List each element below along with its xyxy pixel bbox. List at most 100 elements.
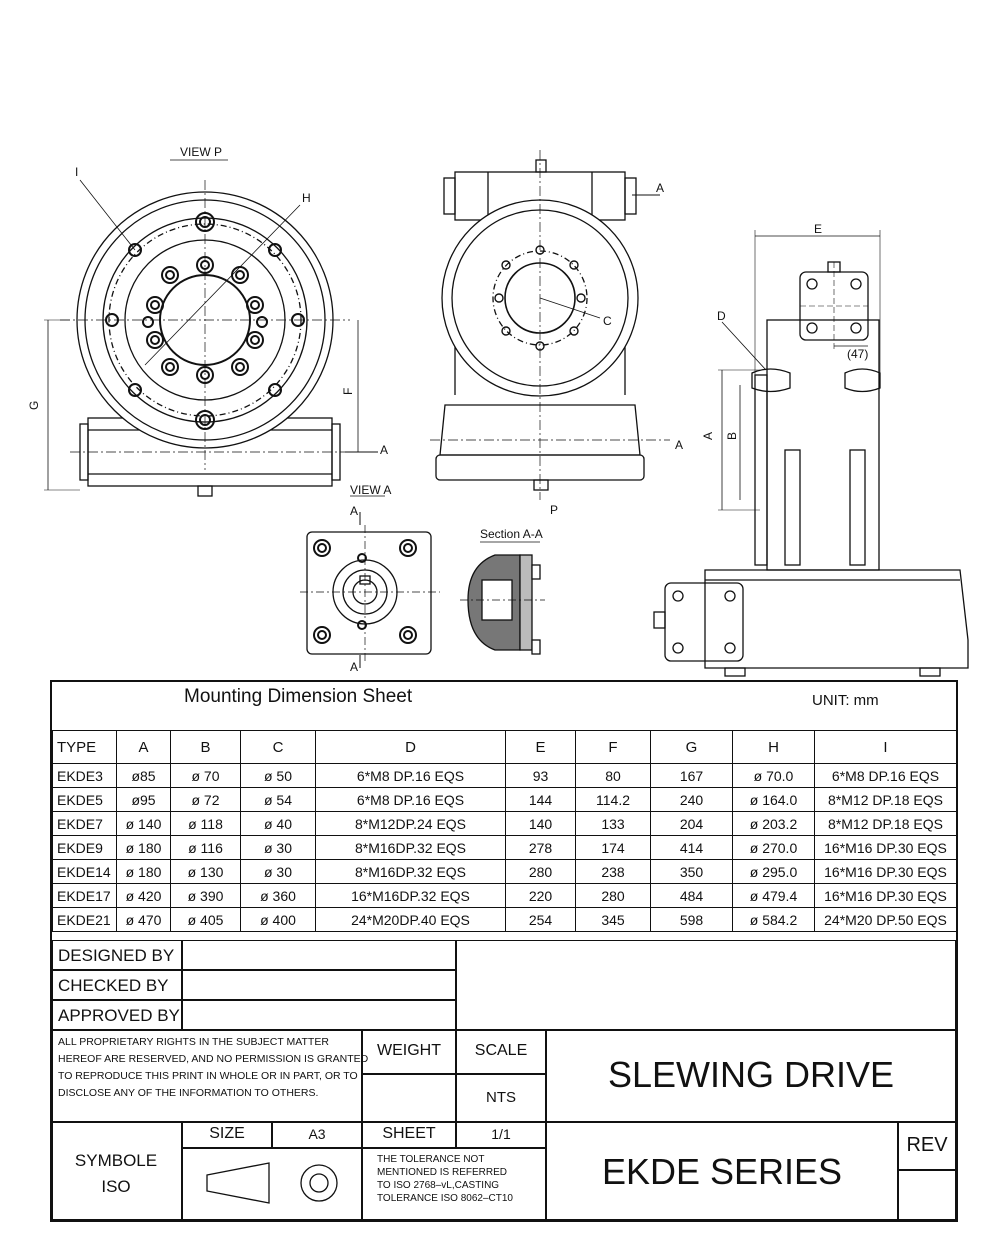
table-cell: ø 164.0 xyxy=(732,787,815,812)
label-i: I xyxy=(75,165,78,179)
table-cell: EKDE7 xyxy=(52,811,117,836)
title-block: DESIGNED BY CHECKED BY APPROVED BY ALL P… xyxy=(52,940,956,1220)
rights-line-1: ALL PROPRIETARY RIGHTS IN THE SUBJECT MA… xyxy=(58,1036,329,1048)
table-cell: ø 130 xyxy=(170,859,241,884)
table-cell: 220 xyxy=(505,883,576,908)
table-cell: ø85 xyxy=(116,763,171,788)
table-cell: 6*M8 DP.16 EQS xyxy=(814,763,957,788)
projection-symbol-cell xyxy=(182,1148,362,1220)
label-a-viewp: A xyxy=(380,443,388,457)
column-header: TYPE xyxy=(52,730,117,764)
table-cell: ø 70 xyxy=(170,763,241,788)
label-a-viewa-top: A xyxy=(350,504,358,518)
table-cell: ø 30 xyxy=(240,835,316,860)
table-cell: EKDE5 xyxy=(52,787,117,812)
checked-by-cell: CHECKED BY xyxy=(52,970,182,1000)
label-h: H xyxy=(302,191,311,205)
table-cell: ø 270.0 xyxy=(732,835,815,860)
label-a-top: A xyxy=(656,181,664,195)
table-cell: ø 180 xyxy=(116,835,171,860)
tolerance-line-3: TO ISO 2768–vL,CASTING xyxy=(377,1180,500,1191)
view-a-drawing xyxy=(300,495,440,668)
table-cell: ø 400 xyxy=(240,907,316,932)
table-row: EKDE7 ø 140 ø 118 ø 40 8*M12DP.24 EQS 14… xyxy=(52,811,957,836)
table-cell: ø 118 xyxy=(170,811,241,836)
table-cell: ø 54 xyxy=(240,787,316,812)
unit-label: UNIT: mm xyxy=(812,692,879,709)
table-cell: EKDE21 xyxy=(52,907,117,932)
column-header: B xyxy=(170,730,241,764)
table-row: EKDE21 ø 470 ø 405 ø 400 24*M20DP.40 EQS… xyxy=(52,907,957,932)
symbole-label: SYMBOLE xyxy=(74,1151,158,1170)
label-c: C xyxy=(603,314,612,328)
label-g: G xyxy=(27,401,41,410)
table-cell: 167 xyxy=(650,763,733,788)
approved-by-label: APPROVED BY xyxy=(58,1006,180,1025)
table-cell: ø 360 xyxy=(240,883,316,908)
series-name: EKDE SERIES xyxy=(546,1122,898,1220)
rev-label: REV xyxy=(898,1122,956,1170)
size-value: A3 xyxy=(272,1122,362,1148)
table-cell: ø 479.4 xyxy=(732,883,815,908)
table-cell: 24*M20 DP.50 EQS xyxy=(814,907,957,932)
table-cell: 240 xyxy=(650,787,733,812)
table-cell: 484 xyxy=(650,883,733,908)
tolerance-cell: THE TOLERANCE NOT MENTIONED IS REFERRED … xyxy=(362,1148,546,1220)
table-cell: ø 140 xyxy=(116,811,171,836)
table-cell: 6*M8 DP.16 EQS xyxy=(315,787,506,812)
label-a-viewa-bottom: A xyxy=(350,660,358,674)
table-cell: 24*M20DP.40 EQS xyxy=(315,907,506,932)
column-header: G xyxy=(650,730,733,764)
table-cell: ø 40 xyxy=(240,811,316,836)
dimension-table: TYPE A B C D E F G H I EKDE3 ø85 ø 70 ø … xyxy=(52,730,957,932)
product-name: SLEWING DRIVE xyxy=(546,1030,956,1122)
rights-line-3: TO REPRODUCE THIS PRINT IN WHOLE OR IN P… xyxy=(58,1070,358,1082)
table-cell: ø 70.0 xyxy=(732,763,815,788)
table-cell: 93 xyxy=(505,763,576,788)
section-aa-drawing xyxy=(460,541,545,655)
designed-by-label: DESIGNED BY xyxy=(58,946,175,965)
table-cell: 8*M16DP.32 EQS xyxy=(315,835,506,860)
table-cell: ø 203.2 xyxy=(732,811,815,836)
table-cell: 16*M16 DP.30 EQS xyxy=(814,835,957,860)
column-header: A xyxy=(116,730,171,764)
column-header: E xyxy=(505,730,576,764)
tolerance-line-2: MENTIONED IS REFERRED xyxy=(377,1167,508,1178)
table-cell: 280 xyxy=(575,883,651,908)
table-cell: 598 xyxy=(650,907,733,932)
sheet-title: Mounting Dimension Sheet xyxy=(184,686,413,707)
table-cell: 6*M8 DP.16 EQS xyxy=(315,763,506,788)
dimension-sheet: Mounting Dimension Sheet UNIT: mm TYPE A… xyxy=(50,680,958,1222)
label-b-right: B xyxy=(725,432,739,440)
label-a-right: A xyxy=(701,432,715,440)
column-header: I xyxy=(814,730,957,764)
label-a-side: A xyxy=(675,438,683,452)
table-cell: 350 xyxy=(650,859,733,884)
table-cell: 280 xyxy=(505,859,576,884)
column-header: C xyxy=(240,730,316,764)
label-p: P xyxy=(550,503,558,517)
tolerance-line-4: TOLERANCE ISO 8062–CT10 xyxy=(377,1193,513,1204)
column-header: F xyxy=(575,730,651,764)
table-cell: ø 72 xyxy=(170,787,241,812)
column-header: H xyxy=(732,730,815,764)
table-cell: ø 30 xyxy=(240,859,316,884)
table-cell: EKDE17 xyxy=(52,883,117,908)
table-cell: 238 xyxy=(575,859,651,884)
table-cell: 254 xyxy=(505,907,576,932)
scale-label: SCALE xyxy=(456,1030,546,1074)
table-cell: 114.2 xyxy=(575,787,651,812)
approved-by-value xyxy=(182,1000,456,1030)
checked-by-value xyxy=(182,970,456,1000)
table-cell: 133 xyxy=(575,811,651,836)
table-cell: ø 405 xyxy=(170,907,241,932)
view-a-label: VIEW A xyxy=(350,483,391,497)
weight-value xyxy=(362,1074,456,1122)
weight-label: WEIGHT xyxy=(362,1030,456,1074)
table-cell: 16*M16 DP.30 EQS xyxy=(814,883,957,908)
table-cell: 414 xyxy=(650,835,733,860)
table-cell: 80 xyxy=(575,763,651,788)
blank-area xyxy=(456,940,956,1030)
table-cell: EKDE14 xyxy=(52,859,117,884)
table-row: EKDE5 ø95 ø 72 ø 54 6*M8 DP.16 EQS 144 1… xyxy=(52,787,957,812)
